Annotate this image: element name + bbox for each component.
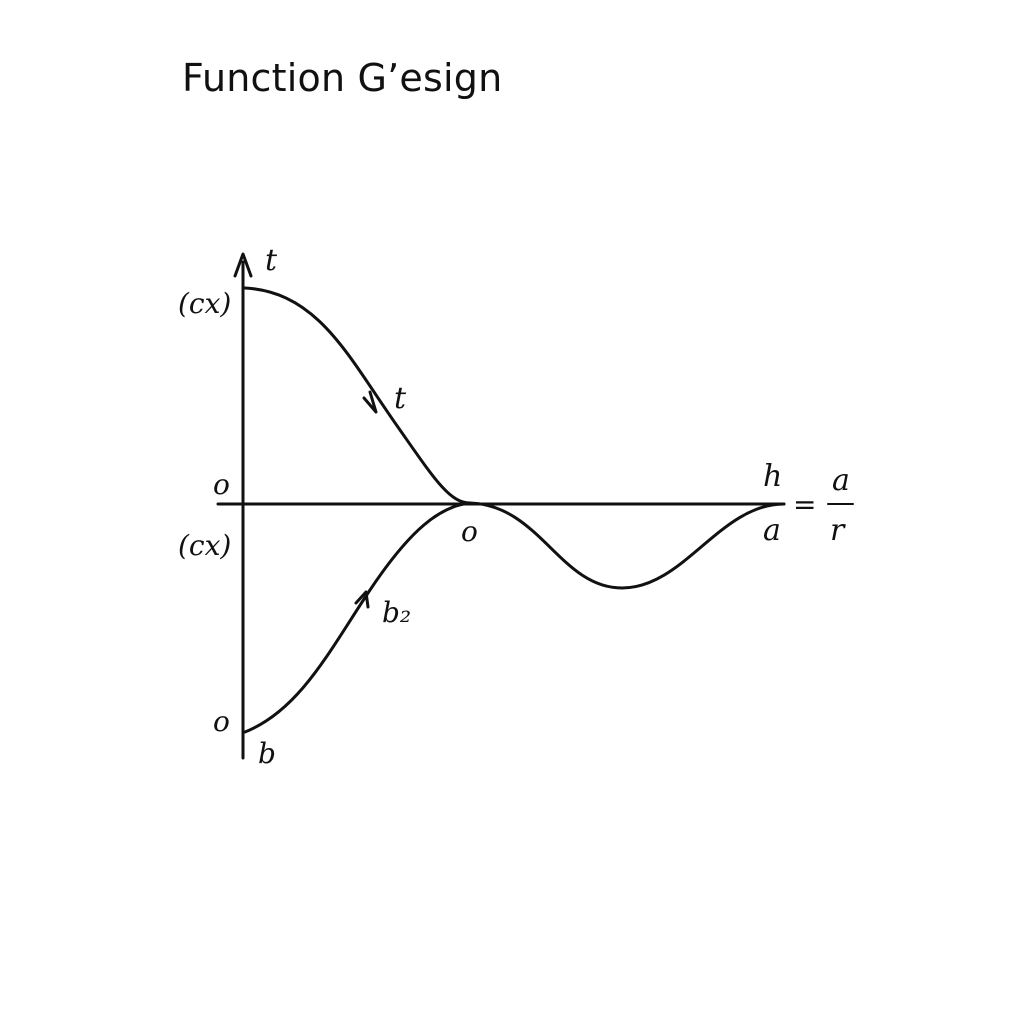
dip-curve — [468, 501, 786, 590]
label-lower-arrow: b₂ — [382, 596, 411, 629]
label-right-h: h — [763, 459, 782, 494]
label-bottom-end: b — [258, 737, 276, 770]
label-frac-den: r — [830, 513, 846, 548]
label-crossing: o — [461, 515, 478, 548]
label-upper-start: (cx) — [178, 287, 231, 320]
label-bottom-origin: o — [213, 705, 230, 738]
label-equals: = — [793, 488, 816, 521]
label-origin-left: o — [213, 468, 230, 501]
label-lower-start: (cx) — [178, 529, 231, 562]
upper-curve — [243, 286, 472, 505]
lower-curve-arrow-icon — [354, 590, 370, 609]
label-y-axis-top: t — [265, 243, 278, 278]
label-frac-num: a — [832, 463, 850, 498]
label-upper-arrow: t — [394, 381, 407, 416]
upper-curve-arrow-icon — [362, 390, 378, 414]
label-right-a: a — [763, 513, 781, 548]
lower-curve — [243, 501, 472, 734]
page-title: Function G’esign — [182, 56, 503, 100]
y-axis-arrow-icon — [233, 252, 253, 278]
